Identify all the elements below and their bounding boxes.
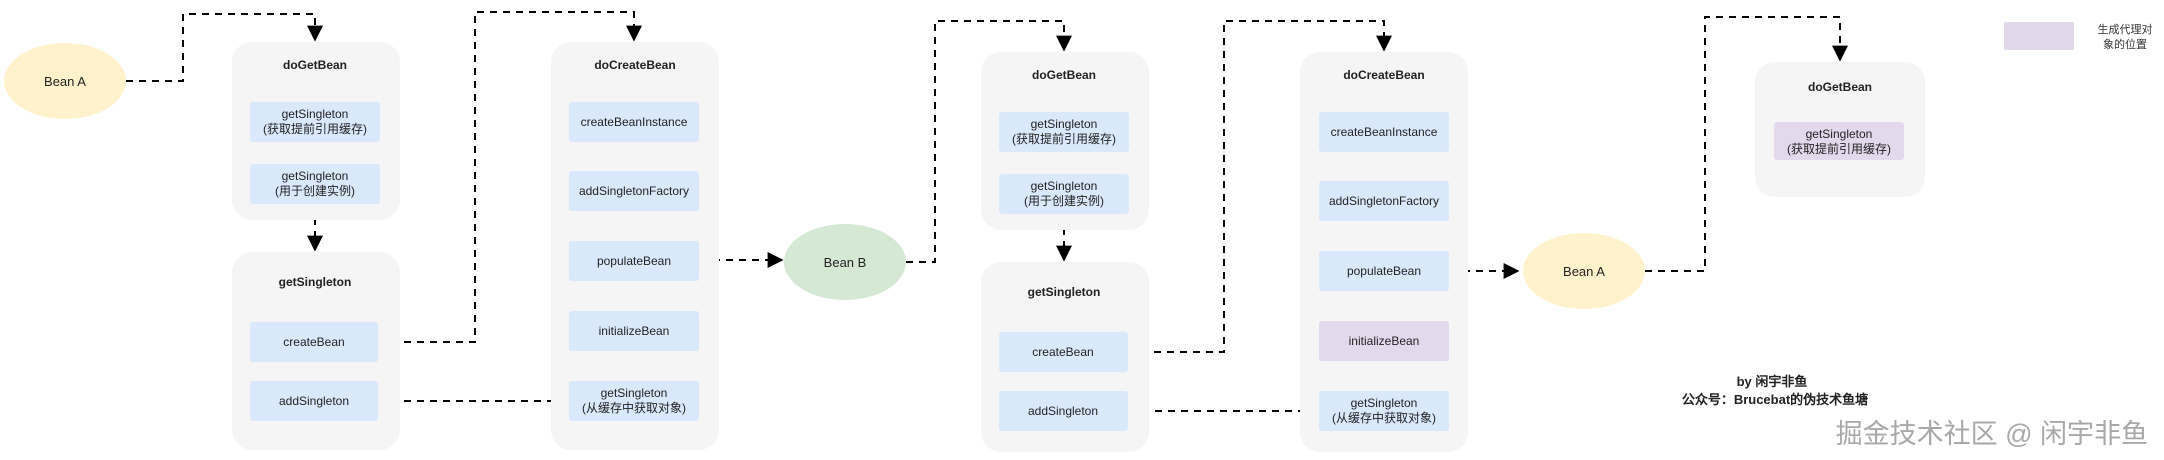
box-label-line2: (用于创建实例): [1024, 193, 1104, 208]
box-getSingleton-create: getSingleton (用于创建实例): [999, 174, 1129, 214]
group-title: getSingleton: [279, 275, 352, 289]
box-label: addSingletonFactory: [579, 184, 689, 198]
box-initializeBean-proxy: initializeBean: [1319, 321, 1449, 361]
node-bean-b: Bean B: [784, 224, 906, 300]
box-getSingleton-from-cache: getSingleton (从缓存中获取对象): [569, 381, 699, 421]
box-label: initializeBean: [1349, 334, 1420, 348]
box-label-line2: (从缓存中获取对象): [1332, 410, 1436, 425]
box-label-line2: (获取提前引用缓存): [1787, 141, 1891, 156]
edge-beanA-to-doGetBean: [126, 13, 323, 82]
box-createBeanInstance: createBeanInstance: [569, 102, 699, 142]
box-label-line2: (获取提前引用缓存): [1012, 131, 1116, 146]
group-getSingleton-a: getSingleton createBean addSingleton: [232, 252, 400, 450]
box-getSingleton-from-cache: getSingleton (从缓存中获取对象): [1319, 391, 1449, 431]
legend-label-line2: 象的位置: [2103, 37, 2147, 51]
group-doCreateBean-b: doCreateBean createBeanInstance addSingl…: [1300, 52, 1468, 452]
box-getSingleton-early-proxy: getSingleton (获取提前引用缓存): [1774, 122, 1904, 160]
edge-beanB-to-doGetBean: [906, 20, 1072, 263]
legend-swatch: [2004, 22, 2074, 50]
box-label-line1: getSingleton: [601, 386, 668, 400]
box-getSingleton-create: getSingleton (用于创建实例): [250, 164, 380, 204]
node-bean-a-label: Bean A: [44, 74, 86, 89]
group-doGetBean-a-second: doGetBean getSingleton (获取提前引用缓存): [1755, 62, 1925, 197]
edge-beanA2-to-doGetBean: [1645, 16, 1848, 272]
group-title: doGetBean: [1032, 68, 1096, 82]
box-label-line2: (获取提前引用缓存): [263, 121, 367, 136]
box-initializeBean: initializeBean: [569, 311, 699, 351]
node-bean-a-second-label: Bean A: [1563, 264, 1605, 279]
box-label: addSingleton: [279, 394, 349, 408]
box-label: createBeanInstance: [1331, 125, 1438, 139]
box-populateBean: populateBean: [1319, 251, 1449, 291]
box-addSingletonFactory: addSingletonFactory: [569, 171, 699, 211]
box-label-line1: getSingleton: [1351, 396, 1418, 410]
legend: 生成代理对 象的位置: [2004, 22, 2153, 51]
box-createBean: createBean: [999, 332, 1128, 372]
group-doGetBean-a: doGetBean getSingleton (获取提前引用缓存) getSin…: [232, 42, 400, 220]
box-label-line1: getSingleton: [282, 107, 349, 121]
box-label-line1: getSingleton: [282, 169, 349, 183]
node-bean-a: Bean A: [4, 43, 126, 119]
node-bean-b-label: Bean B: [824, 255, 867, 270]
box-addSingleton: addSingleton: [250, 381, 378, 421]
box-label: createBean: [1032, 345, 1093, 359]
box-label: populateBean: [1347, 264, 1421, 278]
legend-label-line1: 生成代理对: [2098, 22, 2153, 36]
group-doCreateBean-a: doCreateBean createBeanInstance addSingl…: [551, 42, 719, 450]
box-addSingletonFactory: addSingletonFactory: [1319, 181, 1449, 221]
group-title: doCreateBean: [594, 58, 675, 72]
box-label-line1: getSingleton: [1031, 179, 1098, 193]
group-title: doCreateBean: [1343, 68, 1424, 82]
box-createBeanInstance: createBeanInstance: [1319, 112, 1449, 152]
group-title: doGetBean: [1808, 80, 1872, 94]
box-label-line2: (用于创建实例): [275, 183, 355, 198]
box-label: populateBean: [597, 254, 671, 268]
box-label: createBeanInstance: [581, 115, 688, 129]
box-label: addSingleton: [1028, 404, 1098, 418]
group-doGetBean-b: doGetBean getSingleton (获取提前引用缓存) getSin…: [981, 52, 1149, 230]
group-getSingleton-b: getSingleton createBean addSingleton: [981, 262, 1149, 452]
box-addSingleton: addSingleton: [999, 391, 1128, 431]
box-getSingleton-early: getSingleton (获取提前引用缓存): [250, 102, 380, 142]
box-label-line1: getSingleton: [1806, 127, 1873, 141]
group-title: getSingleton: [1028, 285, 1101, 299]
box-label: addSingletonFactory: [1329, 194, 1439, 208]
watermark: 掘金技术社区 @ 闲宇非鱼: [1836, 419, 2148, 449]
box-label-line2: (从缓存中获取对象): [582, 400, 686, 415]
box-createBean: createBean: [250, 322, 378, 362]
group-title: doGetBean: [283, 58, 347, 72]
signature: by 闲宇非鱼 公众号：Brucebat的伪技术鱼塘: [1682, 374, 1868, 407]
signature-account: 公众号：Brucebat的伪技术鱼塘: [1682, 392, 1868, 407]
box-label: createBean: [283, 335, 344, 349]
box-getSingleton-early: getSingleton (获取提前引用缓存): [999, 112, 1129, 152]
box-populateBean: populateBean: [569, 241, 699, 281]
box-label-line1: getSingleton: [1031, 117, 1098, 131]
box-label: initializeBean: [599, 324, 670, 338]
node-bean-a-second: Bean A: [1523, 233, 1645, 309]
signature-author: by 闲宇非鱼: [1737, 374, 1808, 389]
